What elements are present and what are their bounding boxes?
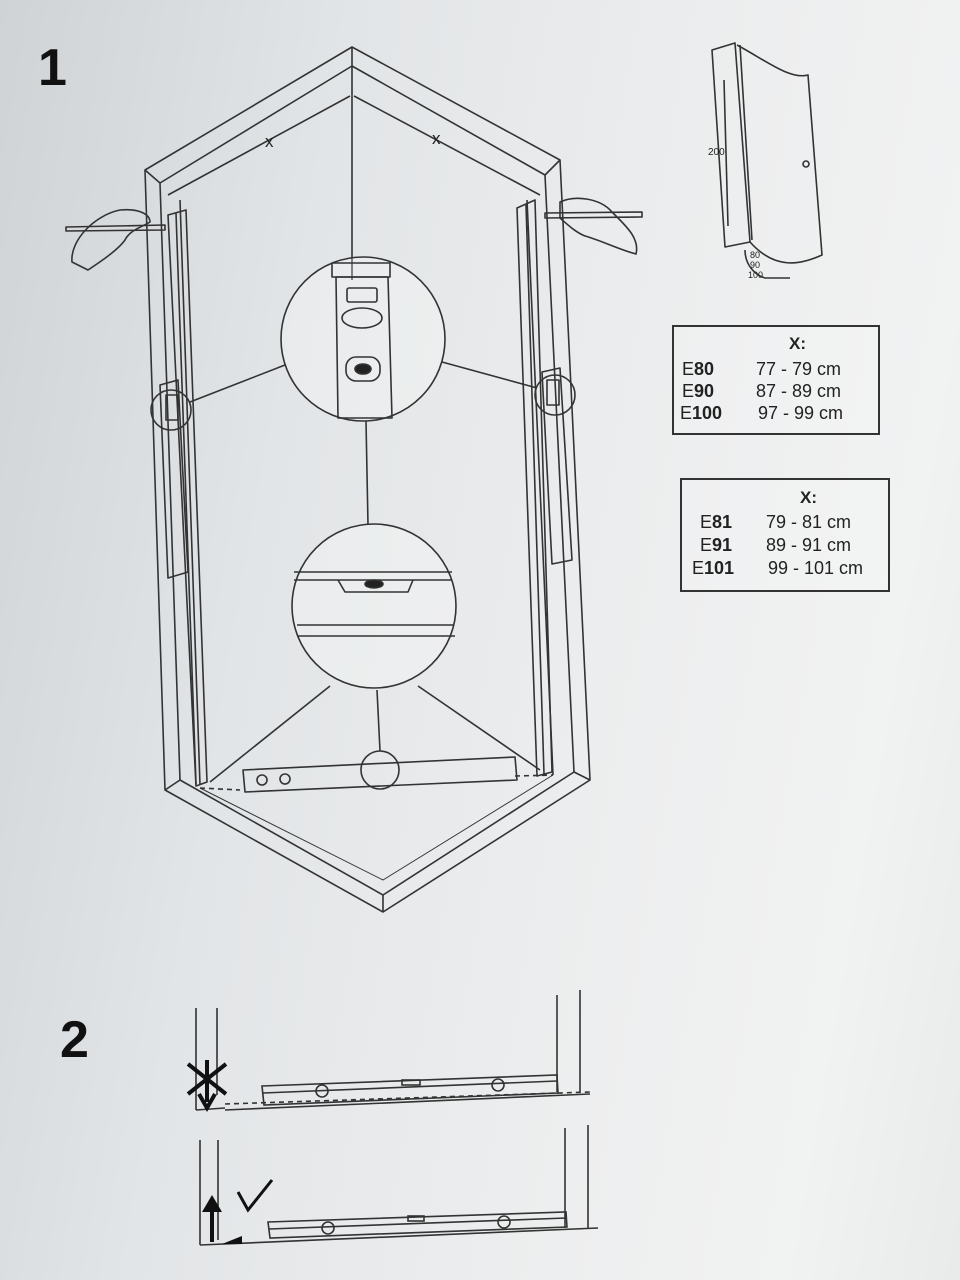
door-width-80: 80 (750, 250, 760, 260)
step-number-2: 2 (60, 1011, 89, 1069)
correct-placement-icon (202, 1179, 274, 1244)
step2-correct-diagram (199, 1125, 599, 1246)
step-number-1: 1 (38, 39, 67, 97)
step1-illustration: x x 200 80 90 100 (65, 42, 823, 913)
bottom-spirit-level (242, 756, 518, 793)
detail-circle-vertical-level (280, 256, 446, 422)
right-spirit-level (541, 367, 573, 565)
step2-incorrect-diagram (195, 990, 591, 1111)
dimension-x-right: x (432, 129, 441, 148)
detail-circle-horizontal-level (291, 523, 457, 689)
door-height-label: 200 (708, 147, 725, 158)
dimension-x-left: x (265, 132, 274, 151)
door-preview-drawing (711, 42, 823, 279)
table-a-header: X: (789, 334, 806, 353)
wrong-placement-icon (186, 1060, 228, 1113)
left-spirit-level (159, 379, 189, 579)
right-wall-profile (516, 199, 553, 777)
left-hand-pencil (65, 208, 166, 271)
door-width-90: 90 (750, 260, 760, 270)
step2-illustration (186, 990, 599, 1246)
left-wall-profile (167, 209, 208, 787)
right-hand-pencil (544, 197, 643, 255)
table-b-header: X: (800, 488, 817, 507)
dimension-table-a: X: E80 77 - 79 cm E90 87 - 89 cm E100 97… (672, 325, 880, 435)
door-width-100: 100 (748, 270, 763, 280)
dimension-table-b: X: E81 79 - 81 cm E91 89 - 91 cm E101 99… (680, 478, 890, 592)
